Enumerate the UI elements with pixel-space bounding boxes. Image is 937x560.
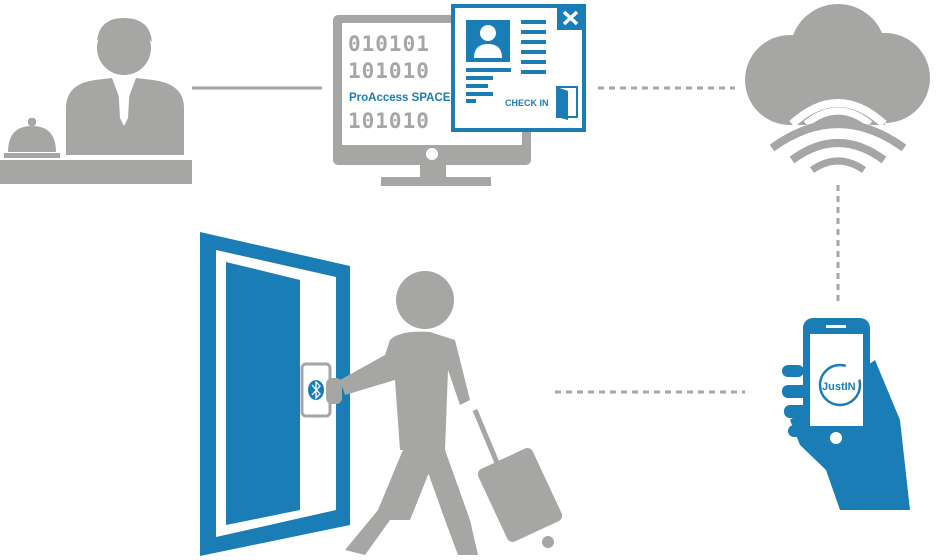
check-in-button[interactable]: CHECK IN xyxy=(505,98,549,108)
checkin-window: CHECK IN xyxy=(451,4,586,132)
binary-line: 010101 xyxy=(348,32,430,56)
wireless-icon xyxy=(769,99,907,173)
app-name: ProAccess SPACE xyxy=(349,92,451,104)
bell-icon xyxy=(4,118,60,158)
cloud-icon xyxy=(745,4,930,125)
suitcase-icon xyxy=(472,409,563,548)
small-phone-icon xyxy=(300,362,342,418)
receptionist-icon xyxy=(0,18,192,184)
smartphone-hand-icon: JustIN xyxy=(782,318,910,510)
door-icon xyxy=(200,232,350,556)
justin-logo: JustIN xyxy=(822,381,856,393)
guest-with-suitcase-icon xyxy=(340,271,563,555)
door-icon xyxy=(556,86,578,120)
binary-line: 101010 xyxy=(348,59,430,83)
binary-line: 101010 xyxy=(348,109,430,133)
